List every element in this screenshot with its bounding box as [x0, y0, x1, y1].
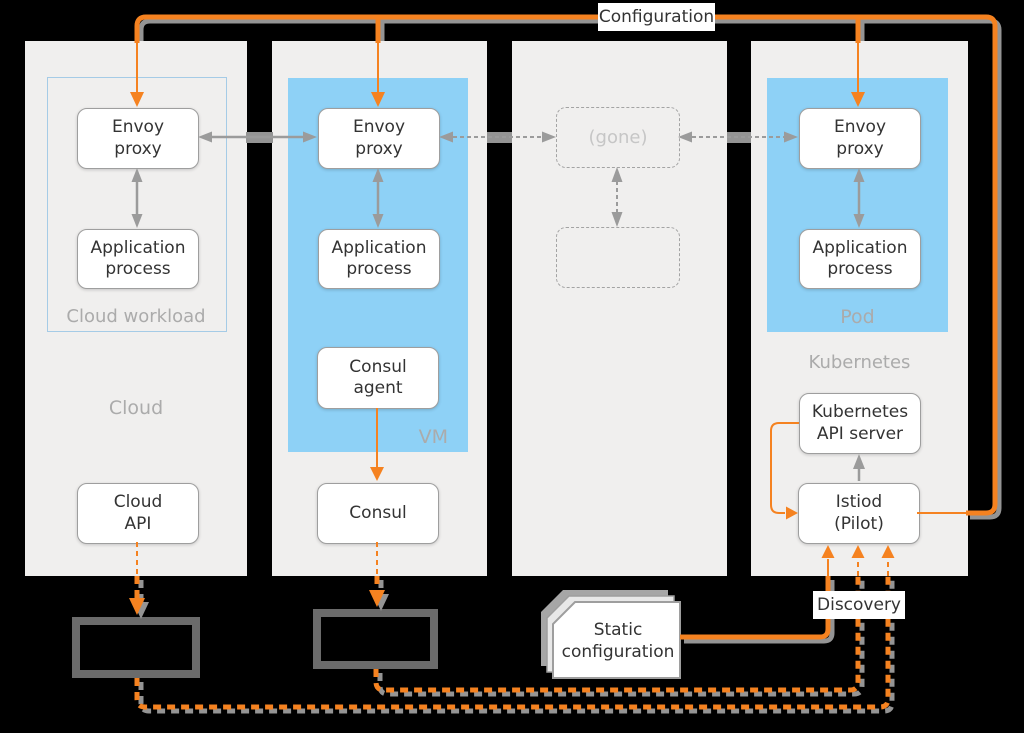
kubernetes-label: Kubernetes [808, 352, 911, 373]
node-application-process-cloud: Application process [77, 229, 199, 289]
node-application-process-vm: Application process [318, 229, 440, 289]
placeholder-box-cloud [72, 617, 200, 678]
node-istiod-pilot: Istiod (Pilot) [798, 483, 920, 544]
node-empty-ghost [556, 227, 680, 288]
gap-shadow-2 [487, 132, 512, 143]
node-consul: Consul [317, 483, 439, 544]
node-gone: (gone) [556, 107, 680, 168]
static-configuration-label: Static configuration [561, 619, 675, 662]
discovery-flow-label: Discovery [813, 591, 905, 619]
node-application-process-pod: Application process [799, 229, 921, 289]
gap-shadow-1 [246, 132, 273, 143]
node-kubernetes-api-server: Kubernetes API server [799, 393, 921, 454]
pod-label: Pod [840, 306, 875, 328]
vm-label: VM [418, 426, 448, 448]
node-envoy-proxy-cloud: Envoy proxy [77, 108, 199, 169]
cloud-label: Cloud [108, 397, 164, 419]
configuration-flow-label: Configuration [598, 3, 715, 31]
node-cloud-api: Cloud API [77, 483, 199, 544]
node-envoy-proxy-pod: Envoy proxy [799, 108, 921, 169]
placeholder-box-consul [313, 609, 438, 669]
node-consul-agent: Consul agent [317, 347, 439, 409]
node-envoy-proxy-vm: Envoy proxy [318, 108, 440, 169]
gap-shadow-3 [727, 132, 751, 143]
cloud-workload-label: Cloud workload [66, 306, 206, 327]
